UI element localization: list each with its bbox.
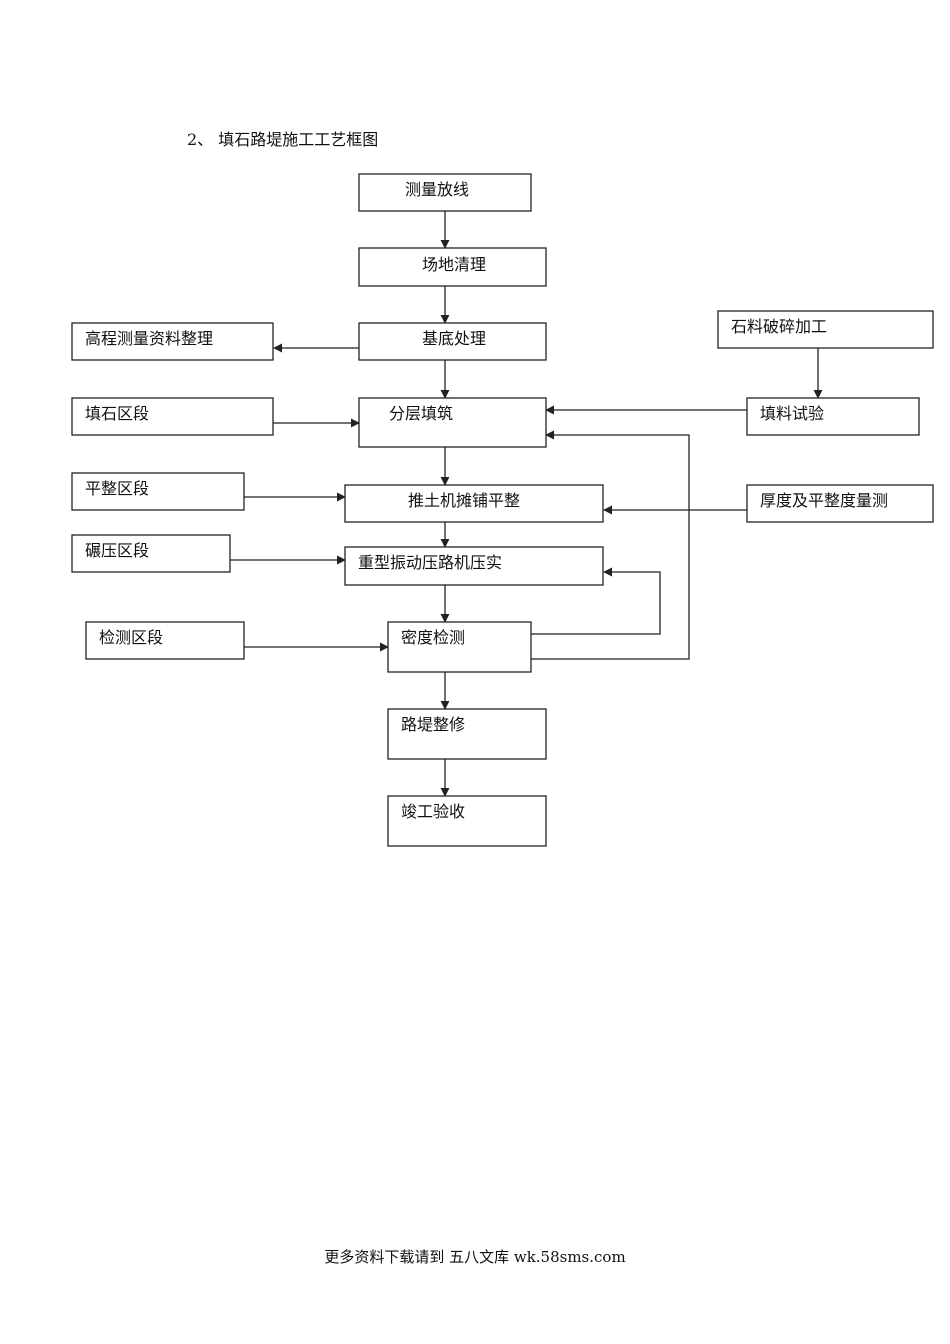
node-stone-crushing: 石料破碎加工 [717, 310, 934, 349]
footer-text: 更多资料下载请到 五八文库 wk.58sms.com [324, 1248, 626, 1266]
node-base: 基底处理 [358, 322, 547, 361]
node-testing-section: 检测区段 [85, 621, 245, 660]
node-fill-test: 填料试验 [746, 397, 920, 436]
node-label: 场地清理 [422, 255, 486, 274]
node-acceptance: 竣工验收 [387, 795, 547, 847]
node-roller: 重型振动压路机压实 [344, 546, 604, 586]
node-label: 重型振动压路机压实 [358, 553, 502, 572]
node-label: 测量放线 [405, 180, 469, 199]
node-rolling-section: 碾压区段 [71, 534, 231, 573]
node-fill-section: 填石区段 [71, 397, 274, 436]
node-label: 路堤整修 [401, 715, 465, 734]
node-label: 分层填筑 [389, 404, 453, 423]
node-label: 填石区段 [85, 404, 149, 423]
node-label: 平整区段 [85, 479, 149, 498]
node-label: 竣工验收 [401, 802, 465, 821]
node-survey: 测量放线 [358, 173, 532, 212]
node-label: 基底处理 [422, 329, 486, 348]
node-elevation-data: 高程测量资料整理 [71, 322, 274, 361]
node-label: 推土机摊铺平整 [408, 491, 520, 510]
node-label: 高程测量资料整理 [85, 329, 213, 348]
node-label: 厚度及平整度量测 [760, 491, 888, 510]
node-clearing: 场地清理 [358, 247, 547, 287]
node-label: 碾压区段 [85, 541, 149, 560]
node-label: 检测区段 [99, 628, 163, 647]
connectors [230, 211, 823, 797]
diagram-title: 2、 填石路堤施工工艺框图 [187, 130, 379, 149]
node-label: 石料破碎加工 [731, 317, 827, 336]
arrow-density-roller-feedback [531, 567, 661, 635]
node-thickness-measure: 厚度及平整度量测 [746, 484, 934, 523]
node-leveling-section: 平整区段 [71, 472, 245, 511]
node-trimming: 路堤整修 [387, 708, 547, 760]
node-label: 密度检测 [401, 628, 465, 647]
node-density-test: 密度检测 [387, 621, 532, 673]
arrow-density-layer-feedback [531, 430, 690, 660]
node-label: 填料试验 [760, 404, 824, 423]
node-layer-fill: 分层填筑 [358, 397, 547, 448]
node-bulldozer: 推土机摊铺平整 [344, 484, 604, 523]
